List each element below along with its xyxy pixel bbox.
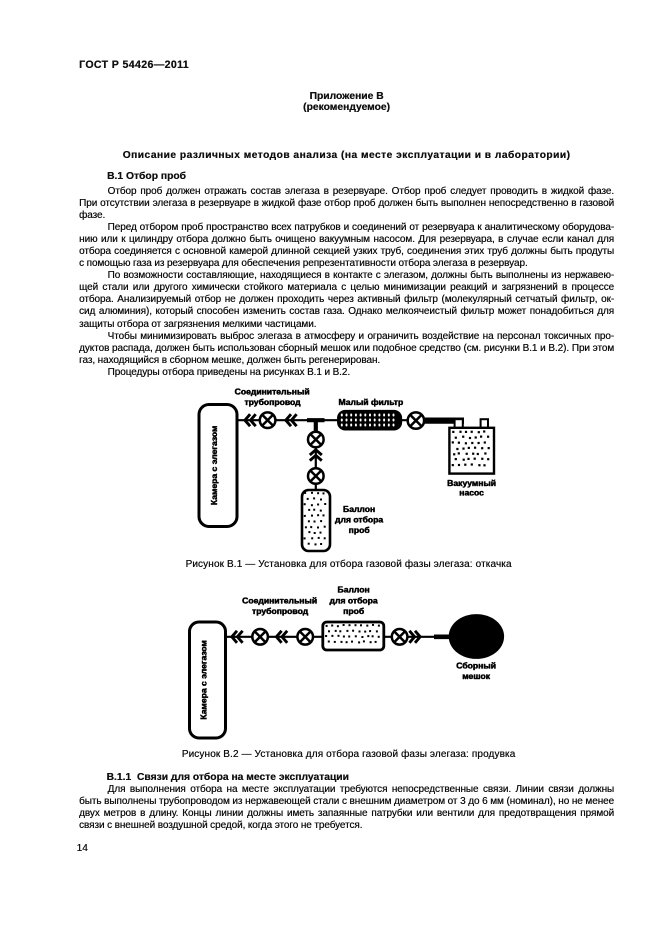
svg-text:для отбора: для отбора <box>329 595 377 605</box>
svg-text:Вакуумный: Вакуумный <box>447 478 496 488</box>
svg-text:проб: проб <box>349 525 370 535</box>
svg-text:Соединительный: Соединительный <box>235 386 310 396</box>
svg-text:мешок: мешок <box>462 671 491 681</box>
svg-text:Камера с элегазом: Камера с элегазом <box>209 426 219 506</box>
svg-text:трубопровод: трубопровод <box>252 606 309 616</box>
svg-text:Соединительный: Соединительный <box>242 595 317 605</box>
svg-text:проб: проб <box>343 606 364 616</box>
svg-text:Баллон: Баллон <box>337 585 369 595</box>
svg-text:для отбора: для отбора <box>335 515 383 525</box>
svg-text:насос: насос <box>459 488 484 498</box>
svg-text:Малый фильтр: Малый фильтр <box>338 397 403 407</box>
svg-text:Камера с элегазом: Камера с элегазом <box>199 640 209 720</box>
svg-text:Баллон: Баллон <box>343 504 375 514</box>
svg-text:Сборный: Сборный <box>456 661 496 671</box>
svg-text:трубопровод: трубопровод <box>244 397 301 407</box>
